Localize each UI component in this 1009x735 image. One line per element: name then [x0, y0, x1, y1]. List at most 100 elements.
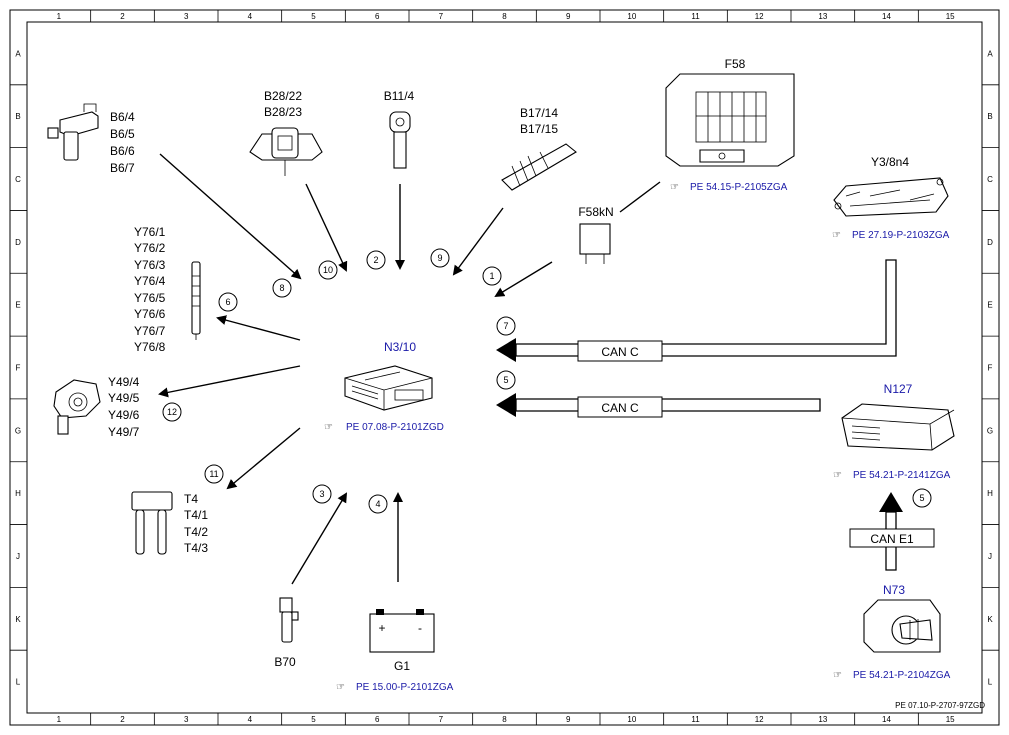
grid-row-label: K: [15, 615, 21, 624]
grid-column-label: 6: [375, 715, 380, 724]
y76-5-label: Y76/5: [134, 291, 166, 305]
arrow-8: [159, 153, 302, 280]
b17-14-label: B17/14: [520, 106, 558, 120]
grid-row-label: C: [987, 175, 993, 184]
n3-10-ref-link[interactable]: ☞ PE 07.08-P-2101ZGD: [324, 422, 444, 433]
pointing-hand-icon: ☞: [324, 422, 333, 433]
y49-4-label: Y49/4: [108, 375, 140, 389]
n3-10-module-icon: [344, 365, 433, 411]
grid-row-label: G: [15, 426, 21, 435]
f58-label: F58: [725, 57, 746, 71]
grid-column-label: 11: [691, 715, 700, 724]
pointing-hand-icon: ☞: [832, 230, 841, 241]
grid-column-label: 3: [184, 715, 189, 724]
can-e1-label: CAN E1: [870, 532, 914, 546]
n73-label: N73: [883, 583, 905, 597]
pointing-hand-icon: ☞: [833, 470, 842, 481]
g1-label: G1: [394, 659, 410, 673]
grid-column-label: 9: [566, 715, 571, 724]
grid-column-label: 7: [439, 715, 444, 724]
grid-column-label: 15: [946, 12, 955, 21]
y76-3-label: Y76/3: [134, 258, 166, 272]
signal-arrows: [158, 153, 661, 585]
g1-ref: PE 15.00-P-2101ZGA: [356, 682, 454, 693]
signal-8-number: 8: [279, 283, 284, 293]
y3-8n4-unit-icon: [833, 177, 949, 217]
b6-6-label: B6/6: [110, 144, 135, 158]
arrow-3: [291, 492, 348, 585]
y49-5-label: Y49/5: [108, 391, 140, 405]
b17-sensor-icon: [501, 143, 577, 191]
b70-sensor-icon: [279, 597, 299, 643]
signal-number-circles: 8 10 2 9 1 6 7 5 12 11 3 4 5: [162, 248, 932, 514]
b6-5-label: B6/5: [110, 127, 135, 141]
f58kn-label: F58kN: [578, 205, 613, 219]
grid-row-label: D: [987, 238, 993, 247]
arrow-1: [494, 261, 553, 298]
n127-ref-link[interactable]: ☞ PE 54.21-P-2141ZGA: [833, 470, 951, 481]
grid-row-label: L: [16, 678, 21, 687]
b70-label: B70: [274, 655, 296, 669]
pointing-hand-icon: ☞: [833, 670, 842, 681]
grid-column-label: 1: [57, 12, 62, 21]
signal-10-number: 10: [323, 265, 333, 275]
n73-ref-link[interactable]: ☞ PE 54.21-P-2104ZGA: [833, 670, 951, 681]
g1-ref-link[interactable]: ☞ PE 15.00-P-2101ZGA: [336, 682, 454, 693]
grid-row-label: B: [15, 112, 20, 121]
grid-ticks: [10, 10, 999, 725]
grid-row-label: J: [988, 552, 992, 561]
f58kn-relay-icon: [579, 223, 611, 264]
grid-column-label: 13: [818, 715, 827, 724]
outer-frame: [9, 9, 1000, 726]
t4-2-label: T4/2: [184, 525, 208, 539]
g1-minus-terminal: -: [418, 621, 422, 635]
b17-15-label: B17/15: [520, 122, 558, 136]
line-f58-to-relay: [619, 181, 661, 213]
b6-4-label: B6/4: [110, 110, 135, 124]
b6-sensor-icon: [47, 103, 99, 161]
y76-1-label: Y76/1: [134, 225, 166, 239]
y49-6-label: Y49/6: [108, 408, 140, 422]
grid-column-label: 13: [818, 12, 827, 21]
t4-glow-plug-icon: [131, 491, 173, 555]
arrow-9: [452, 207, 504, 276]
y76-7-label: Y76/7: [134, 324, 166, 338]
grid-column-label: 7: [439, 12, 444, 21]
y76-injector-icon: [191, 261, 201, 340]
signal-7-number: 7: [503, 321, 508, 331]
y3-ref-link[interactable]: ☞ PE 27.19-P-2103ZGA: [832, 230, 950, 241]
grid-column-label: 4: [248, 715, 253, 724]
grid-column-label: 11: [691, 12, 700, 21]
arrow-12: [158, 365, 301, 398]
t4-1-label: T4/1: [184, 508, 208, 522]
grid-column-label: 8: [502, 715, 507, 724]
n127-ref: PE 54.21-P-2141ZGA: [853, 470, 951, 481]
b28-sensor-icon: [249, 127, 323, 176]
g1-battery-icon: [369, 609, 435, 653]
grid-column-label: 4: [248, 12, 253, 21]
can-c-bus-bottom: [496, 393, 821, 418]
signal-9-number: 9: [437, 253, 442, 263]
y76-4-label: Y76/4: [134, 274, 166, 288]
arrow-10: [305, 183, 348, 272]
grid-row-label: L: [988, 678, 993, 687]
signal-1-number: 1: [489, 271, 494, 281]
signal-2-number: 2: [373, 255, 378, 265]
grid-column-label: 2: [120, 715, 125, 724]
f58-ref-link[interactable]: ☞ PE 54.15-P-2105ZGA: [670, 182, 788, 193]
grid-column-label: 15: [946, 715, 955, 724]
signal-11-number: 11: [209, 469, 218, 479]
arrow-6: [216, 315, 301, 341]
n73-ref: PE 54.21-P-2104ZGA: [853, 670, 951, 681]
grid-column-label: 12: [755, 12, 764, 21]
footer-code: PE 07.10-P-2707-97ZGD: [895, 701, 985, 710]
pointing-hand-icon: ☞: [336, 682, 345, 693]
grid-row-label: D: [15, 238, 21, 247]
n73-ignition-switch-icon: [863, 599, 941, 653]
grid-column-label: 1: [57, 715, 62, 724]
b11-4-label: B11/4: [384, 89, 415, 103]
